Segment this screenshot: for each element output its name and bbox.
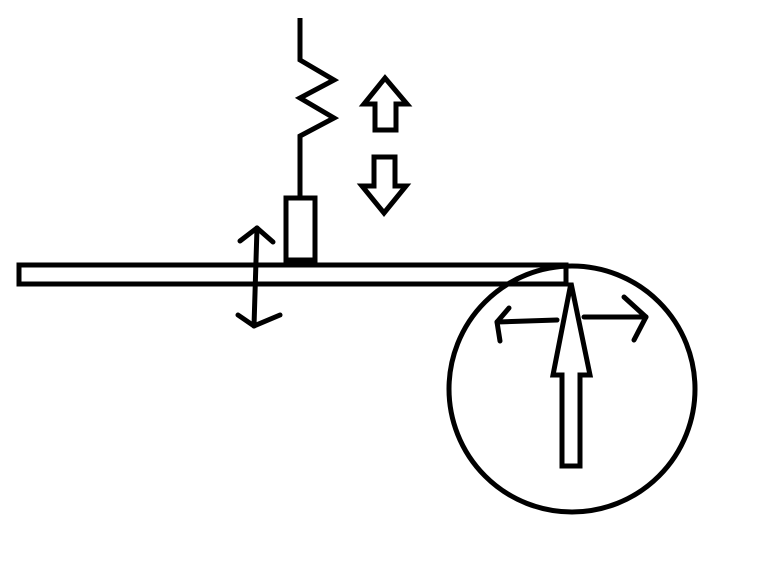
right-arrow-icon [581, 294, 649, 343]
beam-bar-icon [16, 262, 569, 287]
double-headed-vertical-arrow-icon [235, 225, 283, 329]
circle-icon [446, 263, 698, 515]
spring-icon [294, 18, 340, 196]
hollow-up-arrow-icon [358, 74, 413, 133]
left-arrow-icon [494, 305, 560, 344]
plunger-block-icon [283, 195, 318, 263]
hollow-down-arrow-icon [356, 154, 412, 217]
hollow-long-up-arrow-icon [549, 282, 594, 469]
